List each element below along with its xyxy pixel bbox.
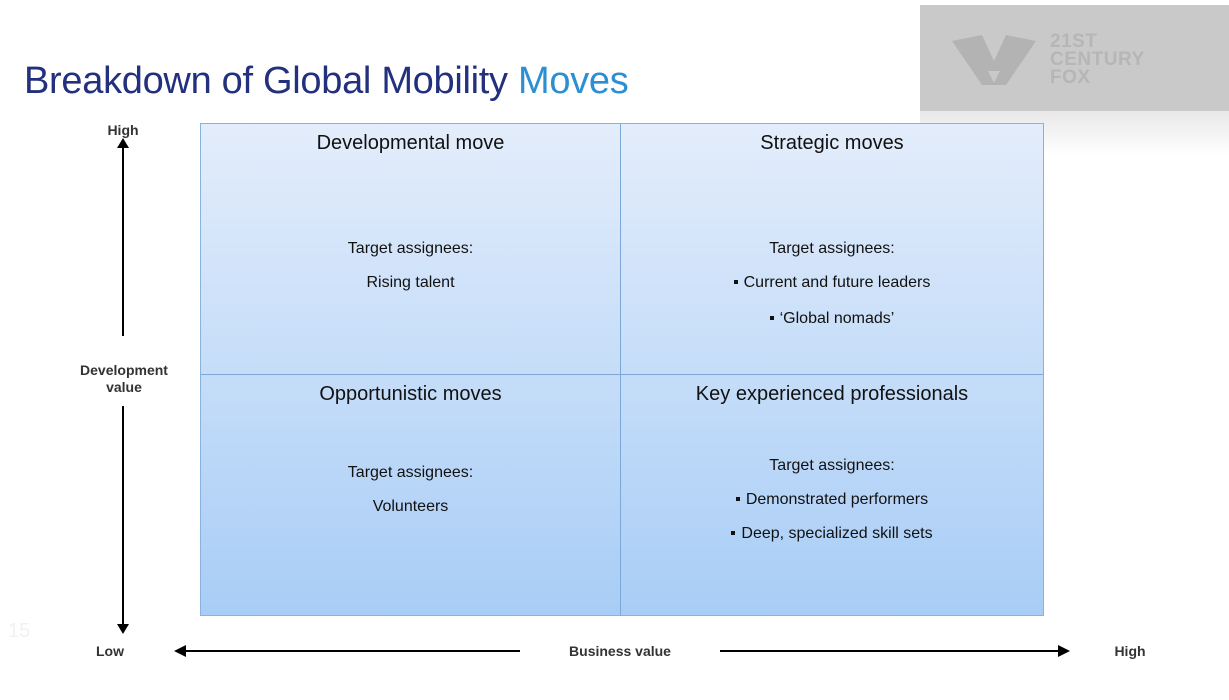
bullet-icon xyxy=(731,530,736,535)
x-axis-line-left xyxy=(184,650,520,652)
fox-logo-icon xyxy=(952,35,1036,85)
quadrant-subtitle: Target assignees: xyxy=(347,464,474,481)
bullet-text: ‘Global nomads’ xyxy=(779,310,895,327)
company-logo: 21ST CENTURY FOX xyxy=(920,5,1229,111)
logo-line-1: 21ST xyxy=(1050,31,1098,52)
quadrant-matrix: Developmental move Target assignees: Ris… xyxy=(200,123,1044,616)
x-axis-high-label: High xyxy=(1114,643,1146,659)
y-axis-arrow-down-icon xyxy=(117,624,129,634)
quadrant-title: Developmental move xyxy=(316,132,505,154)
page-number: 15 xyxy=(8,620,31,642)
quadrant-item: Volunteers xyxy=(372,498,449,515)
y-axis-arrow-up-icon xyxy=(117,138,129,148)
slide-title-main: Breakdown of Global Mobility xyxy=(24,60,508,102)
y-axis-high-label: High xyxy=(107,122,139,138)
quadrant-title: Strategic moves xyxy=(760,132,904,154)
y-axis-line-upper xyxy=(122,146,124,336)
logo-wordmark: 21ST CENTURY FOX xyxy=(1050,31,1145,88)
slide-title-accent: Moves xyxy=(518,60,629,102)
y-axis-label-line-2: value xyxy=(106,379,142,395)
quadrant-subtitle: Target assignees: xyxy=(347,240,474,257)
logo-line-2: CENTURY xyxy=(1050,49,1145,70)
quadrant-opportunistic: Opportunistic moves Target assignees: Vo… xyxy=(201,375,620,616)
bullet-text: Current and future leaders xyxy=(743,274,931,291)
quadrant-subtitle: Target assignees: xyxy=(769,457,895,474)
bullet-text: Deep, specialized skill sets xyxy=(741,525,933,542)
logo-line-3: FOX xyxy=(1050,67,1091,88)
quadrant-title: Opportunistic moves xyxy=(319,383,502,405)
y-axis-line-lower xyxy=(122,406,124,626)
quadrant-bullet-item: Demonstrated performers xyxy=(621,491,1043,509)
slide-title: Breakdown of Global Mobility Moves xyxy=(24,60,629,103)
x-axis-arrow-right-icon xyxy=(1058,645,1070,657)
y-axis-label: Development value xyxy=(56,362,192,396)
bullet-icon xyxy=(733,279,738,284)
bullet-icon xyxy=(735,496,740,501)
quadrant-title: Key experienced professionals xyxy=(695,383,969,405)
quadrant-strategic: Strategic moves Target assignees: Curren… xyxy=(621,124,1043,374)
quadrant-bullet-item: Deep, specialized skill sets xyxy=(621,525,1043,543)
quadrant-key-professionals: Key experienced professionals Target ass… xyxy=(621,375,1043,616)
y-axis-label-line-1: Development xyxy=(80,362,168,378)
bullet-icon xyxy=(769,315,774,320)
quadrant-bullet-item: Current and future leaders xyxy=(621,274,1043,292)
quadrant-developmental: Developmental move Target assignees: Ris… xyxy=(201,124,620,374)
x-axis-arrow-left-icon xyxy=(174,645,186,657)
x-axis-label: Business value xyxy=(569,643,671,659)
bullet-text: Demonstrated performers xyxy=(745,491,929,508)
quadrant-item: Rising talent xyxy=(366,274,455,291)
x-axis-line-right xyxy=(720,650,1060,652)
matrix-horizontal-divider xyxy=(201,374,1043,375)
x-axis-low-label: Low xyxy=(96,643,124,659)
matrix-vertical-divider xyxy=(620,124,621,615)
quadrant-bullet-item: ‘Global nomads’ xyxy=(621,310,1043,328)
quadrant-subtitle: Target assignees: xyxy=(769,240,895,257)
